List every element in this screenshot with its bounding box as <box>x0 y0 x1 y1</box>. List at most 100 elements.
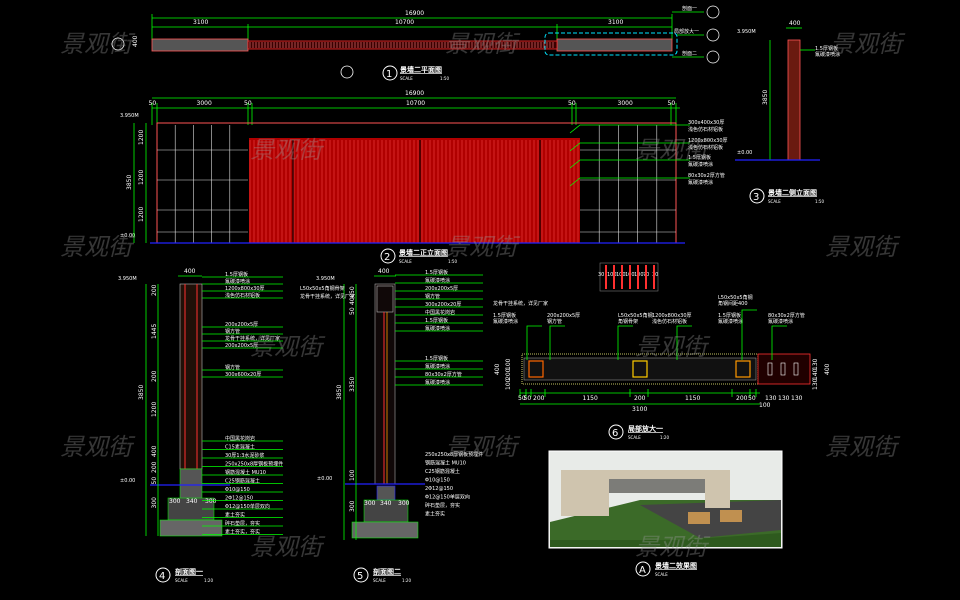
elev-height-dim: 1200 <box>138 207 145 222</box>
scale-value: 1:20 <box>660 435 669 440</box>
note: C15素混凝土 <box>225 444 255 451</box>
view-title: 景墙二效果图 <box>654 561 697 570</box>
note: 氟碳漆喷涂 <box>225 278 250 285</box>
note: 钢方管 <box>425 293 440 300</box>
view-title: 局部放大一 <box>628 424 663 433</box>
watermark: 景观街 <box>250 136 326 164</box>
leader <box>617 325 633 360</box>
section-height-dim: 50 <box>151 477 158 485</box>
watermark: 景观街 <box>825 233 901 261</box>
detail-dim: 1150 <box>685 395 700 402</box>
level-base: ±0.00 <box>737 150 752 156</box>
plan-view: 16900 3100 10700 3100 400 剖面一 局部放大一 剖面二 … <box>111 5 720 81</box>
detail-dim: 200 <box>505 368 512 380</box>
note: 浅色仿石材铝板 <box>688 144 723 151</box>
detail-dim: 130 <box>812 358 819 370</box>
view-title: 景墙二侧立面图 <box>767 188 817 197</box>
note: 角钢间距400 <box>718 300 748 307</box>
view-number: 2 <box>384 252 390 263</box>
slot <box>767 362 773 376</box>
watermark: 景观街 <box>635 533 711 561</box>
watermark: 景观街 <box>250 533 326 561</box>
section-height-dim: 3350 <box>349 377 356 392</box>
note: 氟碳漆喷涂 <box>425 277 450 284</box>
note: 1.5厚钢板 <box>493 312 516 319</box>
note: C25钢筋混凝土 <box>225 478 260 485</box>
note: 中国黑花岗岩 <box>225 435 255 442</box>
side-width: 400 <box>789 20 801 27</box>
watermark: 景观街 <box>635 136 711 164</box>
note: 80x30x2厚方管 <box>688 172 725 179</box>
scale-value: 1:20 <box>402 578 411 583</box>
side-height: 3850 <box>762 90 769 105</box>
elev-dim: 10700 <box>406 100 425 107</box>
note: 角钢骨架 <box>618 318 638 325</box>
view-number: 5 <box>357 571 363 582</box>
elev-dim: 3000 <box>197 100 212 107</box>
note: 龙骨干挂系统，详见厂家 <box>300 293 355 300</box>
note: 氟碳漆喷涂 <box>493 318 518 325</box>
section-marker-icon <box>111 37 125 51</box>
note: 200x200x5厚 <box>547 313 580 319</box>
note: 钢方管 <box>225 328 240 335</box>
detail-dim: 200 <box>634 395 646 402</box>
plan-callouts: 剖面一 局部放大一 剖面二 <box>672 5 720 64</box>
elev-dim: 3000 <box>618 100 633 107</box>
detail-dim: 130 <box>791 395 803 402</box>
footing-dim: 300 <box>169 498 181 505</box>
slat-wall-panel <box>249 138 580 243</box>
note: 1.5厚钢板 <box>425 269 448 276</box>
elev-height-total: 3850 <box>126 175 133 190</box>
level-top: 3.950M <box>118 276 137 282</box>
leader <box>771 325 787 360</box>
section-height-dim: 100 <box>349 469 356 481</box>
section-height-dim: 200 <box>151 284 158 296</box>
detail-dim: 30 <box>598 272 604 278</box>
leader <box>676 325 692 360</box>
note: 浅色仿石材铝板 <box>225 292 260 299</box>
note: 200x200x5厚 <box>425 286 458 292</box>
level-top: 3.950M <box>120 113 139 119</box>
section-height-dim: 1445 <box>151 324 158 339</box>
watermark: 景观街 <box>60 233 136 261</box>
slot <box>780 362 786 376</box>
callout-label: 剖面二 <box>682 50 697 57</box>
scale-label: SCALE <box>399 259 412 264</box>
leader <box>569 142 690 152</box>
note: 1200x800x30厚 <box>225 286 265 292</box>
elev-dim: 50 <box>149 100 157 107</box>
level-base: ±0.00 <box>317 476 332 482</box>
detail-dim: 100 <box>759 402 771 409</box>
note: 200x200x5厚 <box>225 343 258 349</box>
detail-dim: 100 <box>505 358 512 370</box>
note: 2Φ12@150 <box>225 496 253 502</box>
view-number-circle <box>155 567 171 583</box>
level-base: ±0.00 <box>120 233 135 239</box>
detail-dim: 50 <box>518 395 526 402</box>
detail-dim: 50 <box>748 395 756 402</box>
detail-dim: 130 <box>812 378 819 390</box>
detail-dim: 100 <box>505 378 512 390</box>
side-elevation-view: 400 3850 3.950M ±0.00 1.5厚钢板 氟碳漆喷涂 3 景墙二… <box>735 20 840 204</box>
plan-depth: 400 <box>132 35 139 47</box>
section-height: 3850 <box>138 385 145 400</box>
section-height-dim: 400 <box>151 445 158 457</box>
leader <box>741 309 757 360</box>
callout-label: 剖面一 <box>682 5 697 12</box>
note: 氟碳漆喷涂 <box>425 379 450 386</box>
section-1-view: 400 3.950M ±0.00 3850 200144520012004002… <box>118 268 283 583</box>
watermarks: 景观街景观街景观街景观街景观街景观街景观街景观街景观街景观街景观街景观街景观街景… <box>60 30 906 561</box>
detail-dim: 130 <box>778 395 790 402</box>
footing-dim: 340 <box>380 500 392 507</box>
detail-left-total: 400 <box>494 363 501 375</box>
slot <box>793 362 799 376</box>
note: Φ12@150单层双向 <box>225 503 270 510</box>
detail-dim: 130 <box>765 395 777 402</box>
note: 浅色仿石材铝板 <box>688 126 723 133</box>
view-number: 6 <box>612 428 618 439</box>
note: 素土夯实，夯实 <box>225 529 260 536</box>
plan-slat-wall <box>247 40 558 50</box>
view-number: 1 <box>386 69 392 80</box>
view-title: 景墙二正立面图 <box>398 248 448 257</box>
